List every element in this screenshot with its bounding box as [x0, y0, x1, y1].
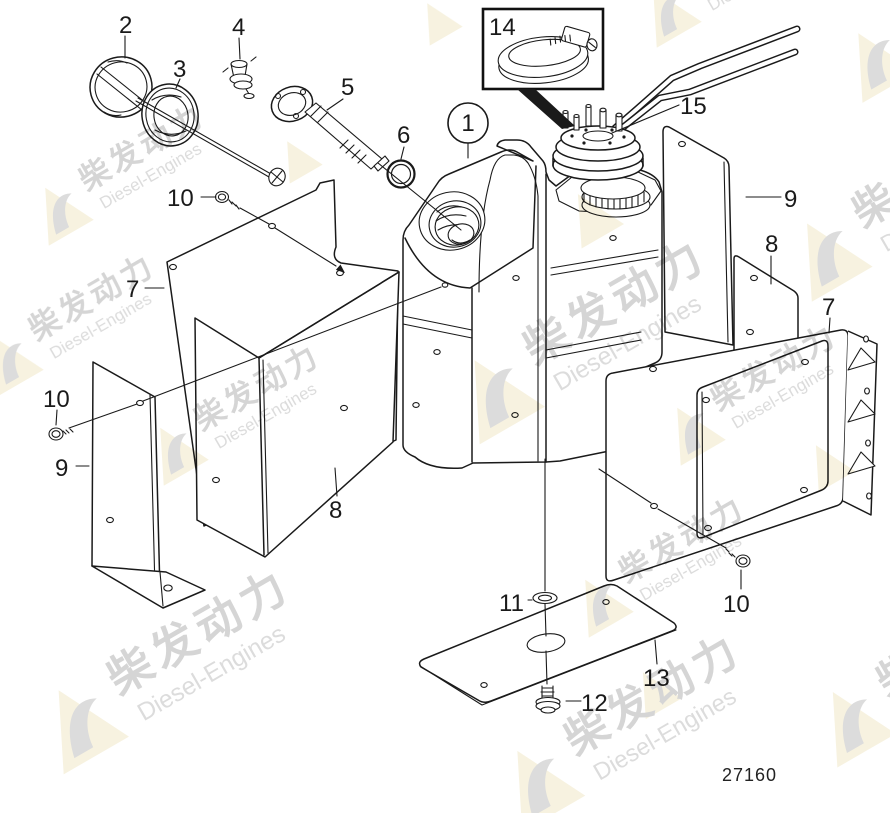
cap-tether-rod [135, 97, 286, 187]
screw-10-left [48, 427, 74, 441]
callout-8-right: 8 [765, 231, 778, 258]
callout-9-left: 9 [55, 455, 68, 482]
hose-clamp [497, 25, 598, 84]
fuel-sender-unit [552, 103, 651, 218]
fastener-12 [535, 685, 561, 714]
bracket-9-left [91, 361, 206, 609]
bracket-8-left [194, 271, 400, 558]
o-ring-6 [386, 159, 416, 189]
callout-4: 4 [232, 14, 245, 41]
callout-12: 12 [581, 690, 608, 717]
callout-10-top: 10 [167, 185, 194, 212]
detail-box-14 [481, 7, 605, 129]
callout-8-left: 8 [329, 497, 342, 524]
watermark-stamp: 柴发动力 Diesel-Engines [0, 247, 162, 396]
screw-10-right [725, 548, 751, 568]
watermark-stamp: 柴发动力 Diesel-Engines [832, 574, 890, 768]
callout-7-left: 7 [126, 276, 139, 303]
svg-text:Diesel-Engines: Diesel-Engines [704, 0, 813, 15]
detail-box-arrow [517, 89, 575, 129]
drawing-number: 27160 [722, 765, 777, 785]
watermark-stamp: 柴发动力 Diesel-Engines [45, 97, 212, 246]
callout-1: 1 [461, 110, 474, 137]
leader-lines [55, 35, 831, 702]
bracket-9-right [662, 125, 734, 346]
svg-text:柴发动力: 柴发动力 [844, 100, 890, 237]
grommet-11 [532, 591, 558, 605]
callout-14: 14 [489, 14, 516, 41]
fuel-lines [608, 25, 801, 140]
fuel-cap-2 [89, 56, 153, 118]
pickup-tube-5 [270, 85, 390, 172]
callout-6: 6 [397, 122, 410, 149]
callout-3: 3 [173, 56, 186, 83]
callout-labels: 1 2 3 4 5 6 7 7 8 8 9 9 10 10 10 11 12 1… [43, 12, 835, 717]
screw-10-top [214, 190, 240, 210]
vent-valve-4 [222, 56, 257, 100]
watermark-stamp: 柴发动力 Diesel-Engines [653, 0, 820, 48]
callout-5: 5 [341, 74, 354, 101]
svg-text:柴发动力: 柴发动力 [868, 574, 890, 706]
bracket-plate-8-right-front [696, 339, 829, 539]
callout-7-right: 7 [822, 294, 835, 321]
callout-9-right: 9 [784, 186, 797, 213]
callout-1-circle [447, 102, 489, 144]
callout-2: 2 [119, 12, 132, 39]
filler-ring-3 [141, 83, 199, 147]
watermark-stamp: 柴发动力 Diesel-Engines [858, 33, 890, 103]
callout-10-left: 10 [43, 386, 70, 413]
callout-15: 15 [680, 93, 707, 120]
callout-10-right: 10 [723, 591, 750, 618]
callout-11: 11 [499, 590, 524, 617]
